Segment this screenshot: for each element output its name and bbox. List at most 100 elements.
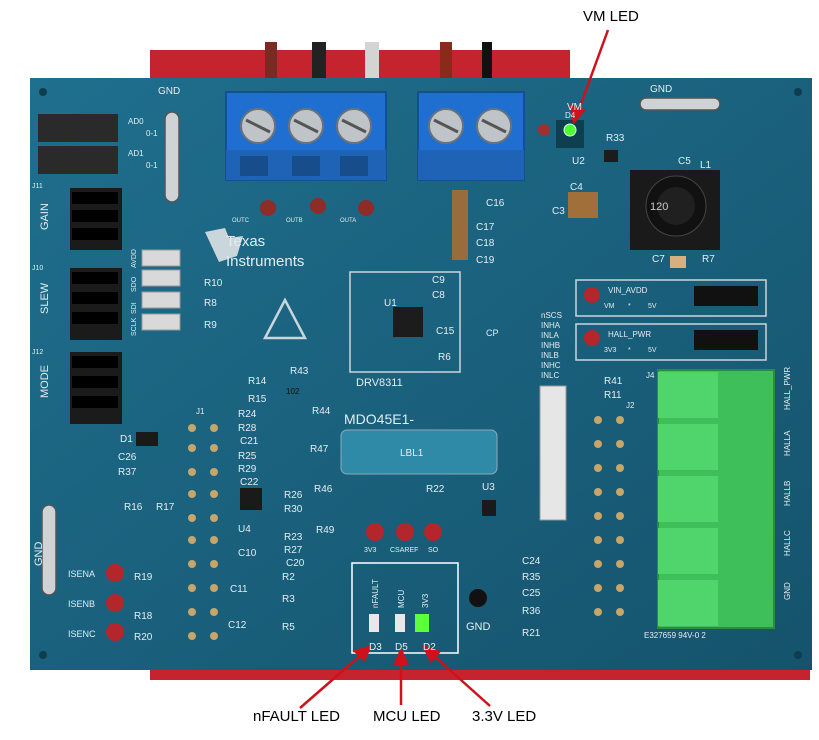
spi-sdi: SDI xyxy=(131,302,138,314)
ad0-label: AD0 xyxy=(128,117,144,126)
power-screw-terminal xyxy=(417,91,525,181)
chip-name: DRV8311 xyxy=(356,377,403,389)
nfault-led-callout: nFAULT LED xyxy=(253,708,340,725)
ref-r18: R18 xyxy=(134,611,153,622)
mcu-led-callout: MCU LED xyxy=(373,708,441,725)
slew-jumpers xyxy=(70,268,122,340)
ref-c26: C26 xyxy=(118,452,137,463)
ref-u3: U3 xyxy=(482,482,495,493)
hall-pwr-label: HALL_PWR xyxy=(608,330,651,339)
ref-c24: C24 xyxy=(522,556,541,567)
ref-c15: C15 xyxy=(436,326,455,337)
vm-label: VM xyxy=(567,102,582,113)
ref-r36: R36 xyxy=(522,606,541,617)
gain-label: GAIN xyxy=(39,203,51,230)
ref-u1: U1 xyxy=(384,298,397,309)
out-c-label: OUTC xyxy=(232,218,250,224)
ref-c25: C25 xyxy=(522,588,541,599)
ref-r5: R5 xyxy=(282,622,295,633)
ref-r11: R11 xyxy=(604,390,622,401)
ref-r17: R17 xyxy=(156,502,175,513)
ref-r20: R20 xyxy=(134,632,153,643)
ref-c19: C19 xyxy=(476,255,495,266)
tp-3v3-label: 3V3 xyxy=(364,547,377,554)
v5-select-label-2: 5V xyxy=(648,347,657,354)
spi-sdo: SDO xyxy=(131,276,138,292)
callout-arrows xyxy=(299,29,610,709)
label-box-text: LBL1 xyxy=(400,448,424,459)
ref-r35: R35 xyxy=(522,572,541,583)
hall-label-hallc: HALLC xyxy=(783,530,792,556)
ref-r19: R19 xyxy=(134,572,153,583)
hall-connector xyxy=(657,369,775,629)
ref-r37: R37 xyxy=(118,467,137,478)
led-label-mcu: MCU xyxy=(397,590,406,608)
ref-r15: R15 xyxy=(248,394,267,405)
ref-u2: U2 xyxy=(572,156,585,167)
ref-r49: R49 xyxy=(316,525,335,536)
ref-c20: C20 xyxy=(286,558,305,569)
isen-b-label: ISENB xyxy=(68,599,95,609)
mcu-led xyxy=(395,614,405,632)
supply-dot-1: * xyxy=(628,303,631,310)
gnd-bottom-label: GND xyxy=(466,621,491,633)
ref-r27: R27 xyxy=(284,545,303,556)
supply-dot-2: * xyxy=(628,347,631,354)
ref-c17: C17 xyxy=(476,222,495,233)
ref-j12: J12 xyxy=(32,349,43,356)
vm-select-label: VM xyxy=(604,303,615,310)
hall-label-gnd: GND xyxy=(783,582,792,600)
ref-j4: J4 xyxy=(646,371,655,380)
isen-c-label: ISENC xyxy=(68,629,96,639)
res-102-marking: 102 xyxy=(286,387,300,396)
ad1-range: 0-1 xyxy=(146,161,158,170)
spi-sclk: SCLK xyxy=(131,317,138,336)
ref-r46: R46 xyxy=(314,484,333,495)
ref-r8: R8 xyxy=(204,298,217,309)
ref-c9: C9 xyxy=(432,275,445,286)
slew-label: SLEW xyxy=(39,282,51,314)
ref-r30: R30 xyxy=(284,504,303,515)
hall-label-hall-pwr: HALL_PWR xyxy=(783,367,792,410)
ref-r33: R33 xyxy=(606,133,625,144)
gnd-top-left-label: GND xyxy=(158,86,180,97)
drv8311-chip xyxy=(393,307,423,337)
out-a-label: OUTA xyxy=(340,218,356,224)
ref-r43: R43 xyxy=(290,366,309,377)
vm-led-callout: VM LED xyxy=(583,8,639,25)
ref-r7: R7 xyxy=(702,254,715,265)
gnd-top-right-label: GND xyxy=(650,84,672,95)
model-label: MDO45E1- xyxy=(344,411,414,427)
ref-j2: J2 xyxy=(626,401,635,410)
signal-3: INHB xyxy=(541,341,560,350)
ref-r29: R29 xyxy=(238,464,257,475)
v33-led xyxy=(415,614,429,632)
ref-r44: R44 xyxy=(312,406,331,417)
ref-c18: C18 xyxy=(476,238,495,249)
ref-c5: C5 xyxy=(678,156,691,167)
signal-2: INLA xyxy=(541,331,559,340)
gnd-wire-loops xyxy=(41,97,721,596)
ref-r41: R41 xyxy=(604,376,623,387)
gnd-left-label: GND xyxy=(33,542,45,567)
ref-c8: C8 xyxy=(432,290,445,301)
mode-label: MODE xyxy=(39,365,51,398)
v5-select-label-1: 5V xyxy=(648,303,657,310)
ref-c21: C21 xyxy=(240,436,259,447)
ti-logo xyxy=(205,228,243,262)
signal-6: INLC xyxy=(541,371,559,380)
ref-r25: R25 xyxy=(238,451,257,462)
ref-r3: R3 xyxy=(282,594,295,605)
mode-jumpers xyxy=(70,352,122,424)
signal-1: INHA xyxy=(541,321,561,330)
ref-l1: L1 xyxy=(700,160,712,171)
tp-so-label: SO xyxy=(428,547,439,554)
ad1-label: AD1 xyxy=(128,149,144,158)
v33-led-callout: 3.3V LED xyxy=(472,708,537,725)
cp-label: CP xyxy=(486,328,499,338)
ti-text-line1: Texas xyxy=(226,233,265,250)
tp-csaref-label: CSAREF xyxy=(390,547,418,554)
led-label-3v3: 3V3 xyxy=(421,593,430,608)
isen-a-label: ISENA xyxy=(68,569,95,579)
